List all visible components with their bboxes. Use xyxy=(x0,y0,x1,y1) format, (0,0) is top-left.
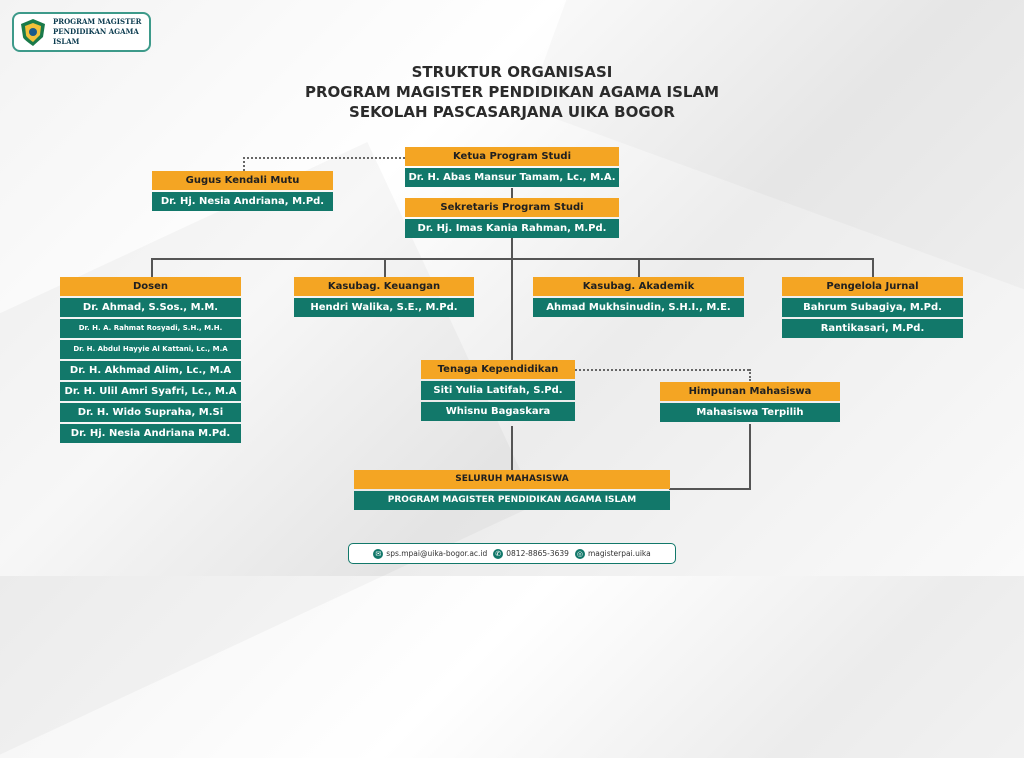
pengelola-jurnal-box: Pengelola Jurnal Bahrum Subagiya, M.Pd. … xyxy=(782,277,963,338)
social-contact[interactable]: ◎magisterpai.uika xyxy=(574,548,651,559)
shield-emblem-icon xyxy=(21,19,45,46)
dosen-member: Dr. Hj. Nesia Andriana M.Pd. xyxy=(60,424,241,443)
jurnal-member: Bahrum Subagiya, M.Pd. xyxy=(782,298,963,317)
gugus-title: Gugus Kendali Mutu xyxy=(152,171,333,190)
himpunan-mahasiswa-box: Himpunan Mahasiswa Mahasiswa Terpilih xyxy=(660,382,840,422)
mahasiswa-name: PROGRAM MAGISTER PENDIDIKAN AGAMA ISLAM xyxy=(354,491,670,510)
dosen-member: Dr. Ahmad, S.Sos., M.M. xyxy=(60,298,241,317)
tendik-title: Tenaga Kependidikan xyxy=(421,360,575,379)
dotted-connector xyxy=(749,369,751,381)
connector-line xyxy=(151,258,153,277)
social-text: magisterpai.uika xyxy=(587,548,651,558)
sekretaris-program-studi-box: Sekretaris Program Studi Dr. Hj. Imas Ka… xyxy=(405,198,619,238)
connector-line xyxy=(511,188,513,200)
email-contact[interactable]: ✉sps.mpai@uika-bogor.ac.id xyxy=(373,548,488,559)
connector-line xyxy=(638,258,640,277)
email-text: sps.mpai@uika-bogor.ac.id xyxy=(386,548,488,558)
connector-line xyxy=(511,238,513,360)
ketua-program-studi-box: Ketua Program Studi Dr. H. Abas Mansur T… xyxy=(405,147,619,187)
dotted-connector xyxy=(243,157,405,159)
phone-contact[interactable]: ✆0812-8865-3639 xyxy=(493,548,569,559)
dosen-member: Dr. H. Akhmad Alim, Lc., M.A xyxy=(60,361,241,380)
tendik-member: Whisnu Bagaskara xyxy=(421,402,575,421)
kasubag-akademik-box: Kasubag. Akademik Ahmad Mukhsinudin, S.H… xyxy=(533,277,744,317)
whatsapp-icon: ✆ xyxy=(493,548,504,559)
jurnal-title: Pengelola Jurnal xyxy=(782,277,963,296)
gugus-name: Dr. Hj. Nesia Andriana, M.Pd. xyxy=(152,192,333,211)
page-title-line-1: STRUKTUR ORGANISASI xyxy=(411,63,613,81)
program-logo: PROGRAM MAGISTER PENDIDIKAN AGAMA ISLAM xyxy=(12,12,151,52)
tendik-member: Siti Yulia Latifah, S.Pd. xyxy=(421,381,575,400)
seluruh-mahasiswa-box: SELURUH MAHASISWA PROGRAM MAGISTER PENDI… xyxy=(354,470,670,510)
dosen-member: Dr. H. A. Rahmat Rosyadi, S.H., M.H. xyxy=(60,319,241,338)
dosen-box: Dosen Dr. Ahmad, S.Sos., M.M. Dr. H. A. … xyxy=(60,277,241,443)
kasubag-keuangan-box: Kasubag. Keuangan Hendri Walika, S.E., M… xyxy=(294,277,474,317)
himpunan-title: Himpunan Mahasiswa xyxy=(660,382,840,401)
logo-line-2: PENDIDIKAN AGAMA ISLAM xyxy=(53,27,139,46)
jurnal-member: Rantikasari, M.Pd. xyxy=(782,319,963,338)
sekretaris-name: Dr. Hj. Imas Kania Rahman, M.Pd. xyxy=(405,219,619,238)
sekretaris-title: Sekretaris Program Studi xyxy=(405,198,619,217)
connector-line xyxy=(872,258,874,277)
connector-line xyxy=(669,488,751,490)
logo-line-1: PROGRAM MAGISTER xyxy=(53,17,142,26)
dosen-title: Dosen xyxy=(60,277,241,296)
connector-line xyxy=(511,426,513,471)
keuangan-name: Hendri Walika, S.E., M.Pd. xyxy=(294,298,474,317)
dosen-member: Dr. H. Ulil Amri Syafri, Lc., M.A xyxy=(60,382,241,401)
connector-line xyxy=(151,258,874,260)
dosen-member: Dr. H. Abdul Hayyie Al Kattani, Lc., M.A xyxy=(60,340,241,359)
ketua-name: Dr. H. Abas Mansur Tamam, Lc., M.A. xyxy=(405,168,619,187)
dotted-connector xyxy=(243,157,245,171)
connector-line xyxy=(749,424,751,489)
akademik-title: Kasubag. Akademik xyxy=(533,277,744,296)
gugus-kendali-mutu-box: Gugus Kendali Mutu Dr. Hj. Nesia Andrian… xyxy=(152,171,333,211)
page-title-line-2: PROGRAM MAGISTER PENDIDIKAN AGAMA ISLAM xyxy=(304,83,720,101)
mahasiswa-title: SELURUH MAHASISWA xyxy=(354,470,670,489)
connector-line xyxy=(384,258,386,277)
dosen-member: Dr. H. Wido Supraha, M.Si xyxy=(60,403,241,422)
keuangan-title: Kasubag. Keuangan xyxy=(294,277,474,296)
himpunan-name: Mahasiswa Terpilih xyxy=(660,403,840,422)
page-title-line-3: SEKOLAH PASCASARJANA UIKA BOGOR xyxy=(349,103,675,121)
contact-bar: ✉sps.mpai@uika-bogor.ac.id ✆0812-8865-36… xyxy=(348,543,676,564)
instagram-icon: ◎ xyxy=(574,548,585,559)
akademik-name: Ahmad Mukhsinudin, S.H.I., M.E. xyxy=(533,298,744,317)
email-icon: ✉ xyxy=(373,548,384,559)
phone-text: 0812-8865-3639 xyxy=(506,548,569,558)
ketua-title: Ketua Program Studi xyxy=(405,147,619,166)
dotted-connector xyxy=(575,369,749,371)
tenaga-kependidikan-box: Tenaga Kependidikan Siti Yulia Latifah, … xyxy=(421,360,575,421)
